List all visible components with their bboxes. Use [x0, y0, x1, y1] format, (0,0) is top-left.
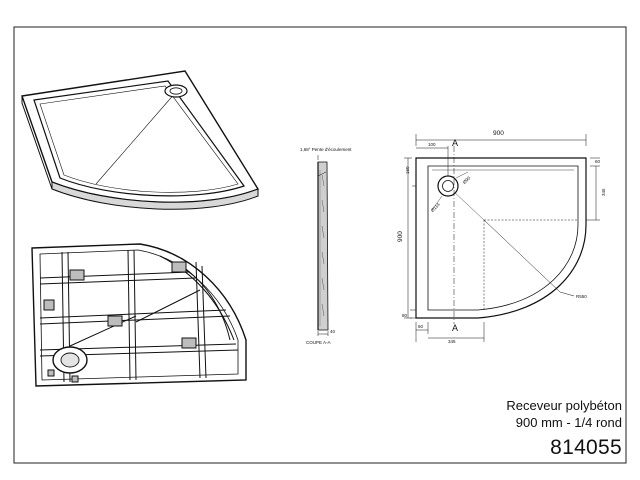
width-dimension: 900 — [493, 130, 504, 137]
drain-offset-x: 100 — [428, 142, 436, 147]
rim-right-dimension: 60 — [595, 159, 601, 164]
height-dimension: 900 — [397, 231, 404, 242]
drain-plan — [437, 175, 459, 197]
section-marker-top: A — [452, 138, 458, 148]
rim-bottom-dimension: 60 — [418, 324, 424, 329]
product-reference: 814055 — [550, 436, 622, 459]
drain-diameter: Ø90 — [462, 175, 472, 185]
plan-dimension-labels: 900 100 A 900 160 60 345 Ø90 Ø114 R550 8… — [397, 130, 606, 344]
radius-dimension: R550 — [576, 294, 587, 299]
bottom-offset-dimension: 345 — [448, 339, 456, 344]
underside-3d-view — [31, 243, 247, 387]
tray-3d-view — [21, 70, 260, 210]
drain-outer-diameter: Ø114 — [430, 202, 441, 213]
plan-view — [404, 134, 600, 342]
section-label: COUPE A-A — [306, 340, 331, 345]
product-size: 900 mm - 1/4 rond — [515, 415, 622, 430]
section-marker-bottom: A — [452, 323, 458, 333]
drain-3d — [164, 84, 188, 98]
product-name: Receveur polybéton — [506, 398, 622, 413]
thickness-dimension: 40 — [330, 329, 336, 334]
slope-label: 1,68° Pente d'écoulement — [300, 147, 352, 152]
right-offset-dimension: 345 — [601, 188, 606, 196]
drain-offset-y: 160 — [405, 166, 410, 174]
rim-left-bottom-dimension: 80 — [402, 313, 408, 318]
section-view: 1,68° Pente d'écoulement 40 COUPE A-A — [300, 147, 352, 345]
drawing-border — [13, 26, 627, 464]
